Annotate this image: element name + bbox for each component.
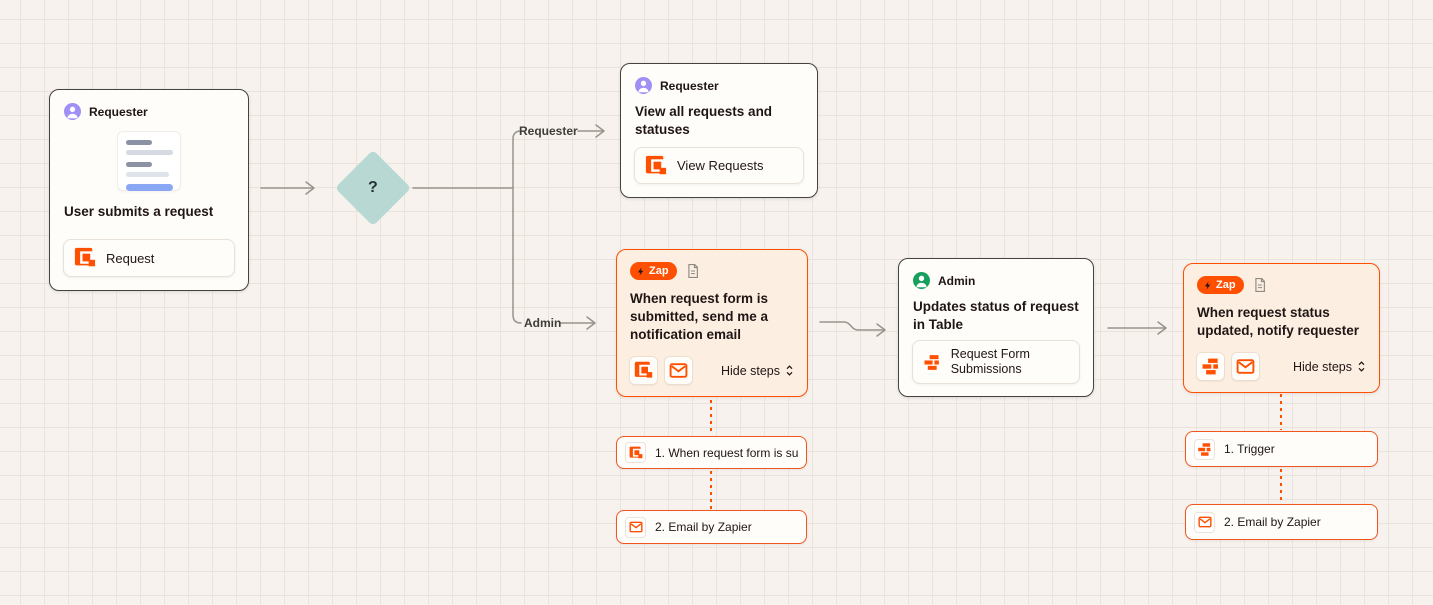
hide-steps-label: Hide steps [1292, 359, 1352, 374]
persona-label: Admin [938, 273, 976, 288]
zap-badge: Zap [630, 262, 677, 280]
document-icon[interactable] [1253, 277, 1267, 293]
app-tile [664, 356, 693, 385]
tables-icon [1198, 442, 1211, 456]
zap-step-trigger[interactable]: 1. When request form is su… [616, 436, 807, 469]
email-icon [628, 521, 643, 533]
document-icon[interactable] [686, 263, 700, 279]
step-tile [1194, 438, 1215, 460]
lightning-bolt-icon [637, 266, 644, 276]
email-icon [669, 363, 688, 378]
zap-step-email[interactable]: 2. Email by Zapier [616, 510, 807, 544]
lightning-bolt-icon [1204, 280, 1211, 290]
form-illustration [117, 131, 181, 191]
edge-label-admin: Admin [524, 316, 562, 330]
interfaces-icon [634, 361, 653, 378]
node-title: View all requests and statuses [635, 104, 773, 137]
node-view-requests[interactable]: Requester View all requests and statuses… [620, 63, 818, 198]
zap-step-email[interactable]: 2. Email by Zapier [1185, 504, 1378, 540]
node-title: Updates status of request in Table [913, 299, 1079, 332]
step-label: 1. When request form is su… [655, 445, 798, 460]
admin-avatar-icon [913, 272, 930, 289]
step-label: 1. Trigger [1224, 442, 1275, 456]
email-icon [1197, 516, 1212, 528]
step-tile [625, 442, 646, 463]
view-requests-button[interactable]: View Requests [634, 147, 804, 184]
step-label: 2. Email by Zapier [1224, 515, 1321, 529]
zap-step-trigger[interactable]: 1. Trigger [1185, 431, 1378, 467]
node-title: User submits a request [64, 204, 214, 219]
step-label: 2. Email by Zapier [655, 520, 752, 534]
interfaces-icon [645, 155, 667, 174]
app-button-label: View Requests [677, 158, 764, 173]
app-tile [1231, 352, 1260, 381]
zap-title: When request status updated, notify requ… [1197, 305, 1360, 338]
persona-label: Requester [660, 78, 719, 93]
hide-steps-toggle[interactable]: Hide steps [1293, 360, 1367, 374]
requester-avatar-icon [635, 77, 652, 94]
email-icon [1236, 359, 1255, 374]
persona-label: Requester [89, 104, 148, 119]
interfaces-icon [629, 446, 642, 458]
app-tile [1196, 352, 1225, 381]
persona-requester: Requester [64, 103, 234, 120]
hide-steps-toggle[interactable]: Hide steps [721, 364, 795, 378]
requester-avatar-icon [64, 103, 81, 120]
zap-title: When request form is submitted, send me … [630, 291, 769, 342]
app-button-label: Request Form Submissions [950, 347, 1030, 376]
request-form-submissions-button[interactable]: Request Form Submissions [912, 340, 1080, 384]
tables-icon [924, 354, 939, 370]
interfaces-icon [74, 247, 96, 267]
hide-steps-label: Hide steps [720, 363, 780, 378]
zap-node-admin-notify[interactable]: Zap When request form is submitted, send… [616, 249, 808, 397]
unfold-icon [1358, 361, 1365, 372]
node-user-submits-request[interactable]: Requester User submits a request Request [49, 89, 249, 291]
zap-badge: Zap [1197, 276, 1244, 294]
zap-node-requester-notify[interactable]: Zap When request status updated, notify … [1183, 263, 1380, 393]
persona-admin: Admin [913, 272, 1079, 289]
edge-label-requester: Requester [519, 124, 578, 138]
step-tile [625, 516, 646, 538]
app-button-label: Request [106, 250, 155, 266]
persona-requester: Requester [635, 77, 803, 94]
unfold-icon [786, 365, 793, 376]
node-admin-updates[interactable]: Admin Updates status of request in Table… [898, 258, 1094, 397]
request-app-button[interactable]: Request [63, 239, 235, 277]
tables-icon [1202, 358, 1219, 375]
decision-diamond[interactable]: ? [334, 149, 412, 227]
app-tile [629, 356, 658, 385]
decision-label: ? [368, 179, 378, 196]
step-tile [1194, 511, 1215, 533]
